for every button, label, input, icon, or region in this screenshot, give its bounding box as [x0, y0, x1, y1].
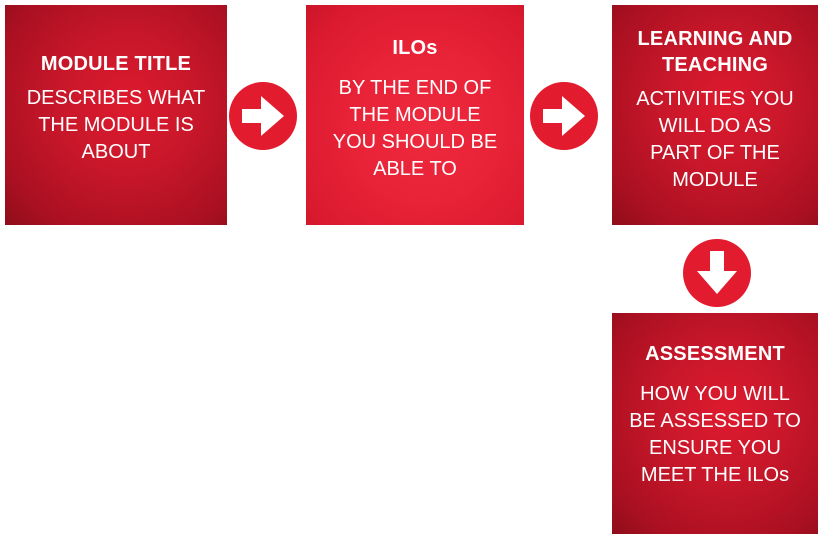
learning-teaching-box: LEARNING AND TEACHING ACTIVITIES YOU WIL…: [612, 5, 818, 225]
module-title-heading: MODULE TITLE: [40, 53, 192, 75]
description-line: MEET THE ILOs: [640, 464, 790, 486]
description-line: THE MODULE: [349, 104, 481, 126]
arrow-right-icon: [530, 82, 598, 150]
ilos-box: ILOs BY THE END OF THE MODULE YOU SHOULD…: [306, 5, 524, 225]
assessment-heading: ASSESSMENT: [645, 343, 785, 365]
heading-line: LEARNING AND: [637, 28, 793, 50]
description-line: WILL DO AS: [658, 115, 772, 137]
assessment-box: ASSESSMENT HOW YOU WILL BE ASSESSED TO E…: [612, 313, 818, 534]
ilos-heading: ILOs: [392, 37, 438, 59]
module-title-box: MODULE TITLE DESCRIBES WHAT THE MODULE I…: [5, 5, 227, 225]
description-line: HOW YOU WILL: [640, 383, 790, 405]
assessment-description: HOW YOU WILL BE ASSESSED TO ENSURE YOU M…: [629, 381, 801, 489]
module-title-description: DESCRIBES WHAT THE MODULE IS ABOUT: [27, 85, 206, 166]
description-line: ABOUT: [81, 141, 151, 163]
learning-teaching-description: ACTIVITIES YOU WILL DO AS PART OF THE MO…: [636, 86, 793, 194]
arrow-down-icon: [683, 239, 751, 307]
description-line: THE MODULE IS: [38, 114, 194, 136]
description-line: ACTIVITIES YOU: [636, 88, 794, 110]
description-line: ENSURE YOU: [649, 437, 781, 459]
description-line: BY THE END OF: [338, 77, 492, 99]
description-line: DESCRIBES WHAT: [26, 87, 206, 109]
description-line: ABLE TO: [373, 158, 457, 180]
heading-line: TEACHING: [661, 54, 769, 76]
description-line: MODULE: [672, 169, 758, 191]
description-line: YOU SHOULD BE: [332, 131, 498, 153]
ilos-description: BY THE END OF THE MODULE YOU SHOULD BE A…: [333, 75, 497, 183]
arrow-right-icon: [229, 82, 297, 150]
description-line: BE ASSESSED TO: [629, 410, 801, 432]
description-line: PART OF THE: [650, 142, 780, 164]
learning-teaching-heading: LEARNING AND TEACHING: [638, 26, 793, 78]
